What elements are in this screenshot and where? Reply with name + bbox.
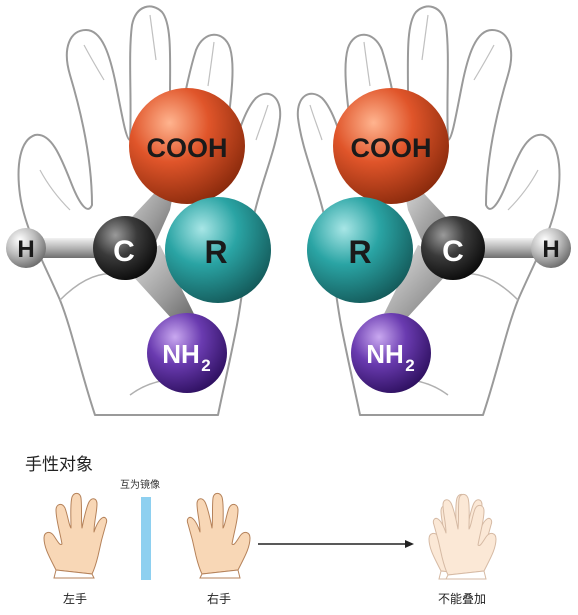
right-nh2-label: NH (366, 339, 404, 369)
right-hydrogen-label: H (542, 236, 559, 263)
mirror-label: 互为镜像 (120, 478, 160, 491)
chirality-explanation: 手性对象 互为镜像 左手 右手 不能叠加 (25, 455, 497, 606)
right-carbon-label: C (442, 235, 464, 268)
overlapped-hands (428, 493, 497, 580)
left-r-label: R (204, 234, 227, 270)
left-cooh-label: COOH (147, 133, 228, 163)
mirror-bar (141, 497, 151, 580)
left-molecule: COOH R C H NH 2 (6, 5, 282, 417)
arrow-icon (258, 540, 414, 548)
right-r-atom (307, 197, 413, 303)
right-hand-label: 右手 (207, 591, 231, 606)
left-cooh-atom (129, 88, 245, 204)
left-nh2-subscript: 2 (201, 356, 210, 375)
right-nh2-subscript: 2 (405, 356, 414, 375)
left-carbon-atom (93, 216, 157, 280)
right-hydrogen-atom (531, 228, 571, 268)
right-carbon-atom (421, 216, 485, 280)
left-r-atom (165, 197, 271, 303)
right-nh2-atom (351, 313, 431, 393)
left-hand-label: 左手 (63, 591, 87, 606)
left-nh2-atom (147, 313, 227, 393)
left-hydrogen-atom (6, 228, 46, 268)
right-small-hand (186, 492, 251, 579)
right-molecule: COOH R C H NH 2 (296, 5, 571, 417)
not-superimposable-label: 不能叠加 (438, 592, 486, 606)
left-nh2-label: NH (162, 339, 200, 369)
right-cooh-label: COOH (351, 133, 432, 163)
right-r-label: R (348, 234, 371, 270)
right-cooh-atom (333, 88, 449, 204)
section-heading: 手性对象 (25, 455, 93, 475)
left-small-hand (43, 492, 108, 579)
left-hydrogen-label: H (17, 236, 34, 263)
left-carbon-label: C (113, 235, 135, 268)
